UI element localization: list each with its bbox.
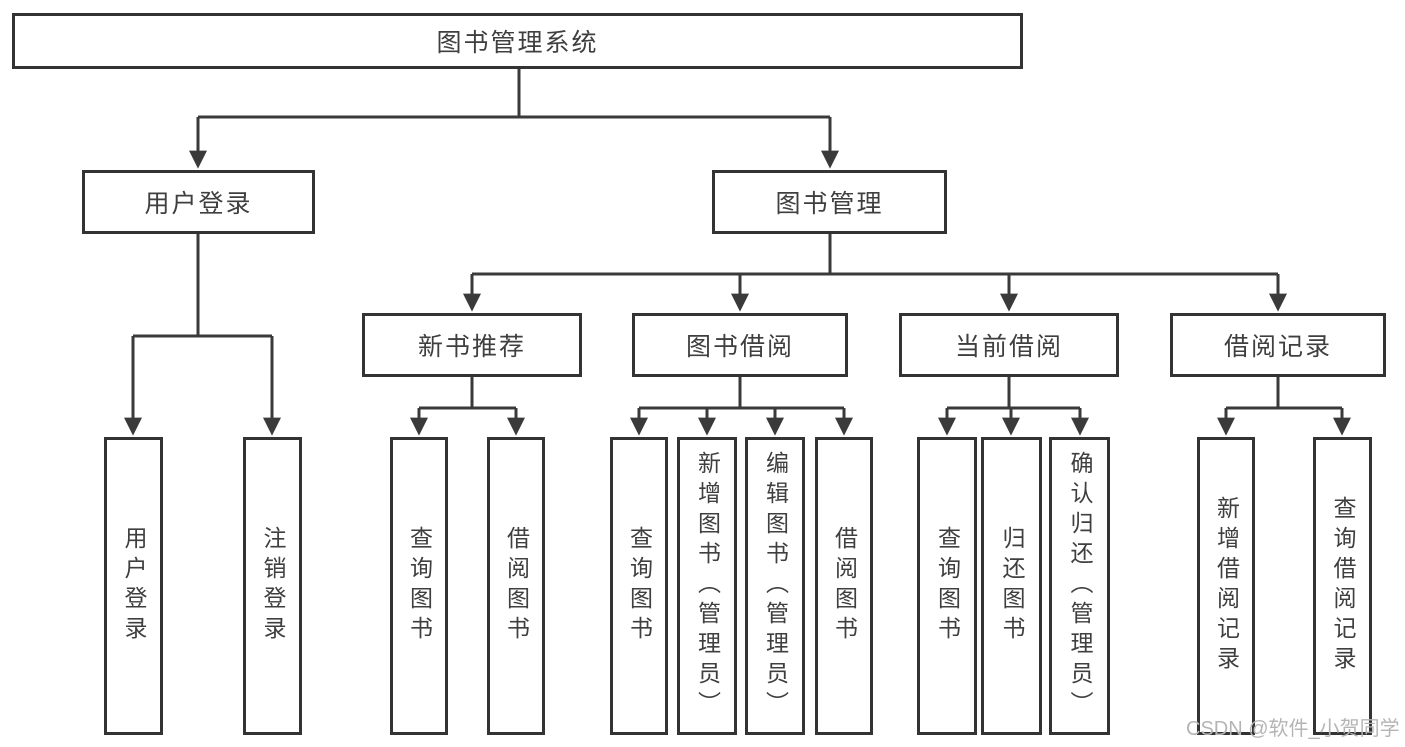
node-library-management-system: 图书管理系统 bbox=[12, 13, 1023, 69]
leaf-label: 新增借阅记录 bbox=[1213, 496, 1240, 676]
leaf-borrow-books: 借阅图书 bbox=[815, 437, 873, 735]
leaf-query-borrow-record: 查询借阅记录 bbox=[1313, 437, 1372, 735]
leaf-logout: 注销登录 bbox=[243, 437, 302, 735]
node-label: 用户登录 bbox=[144, 190, 253, 218]
node-label: 当前借阅 bbox=[954, 333, 1063, 361]
node-label: 图书管理 bbox=[775, 190, 884, 218]
node-current-borrow: 当前借阅 bbox=[899, 313, 1119, 377]
node-borrow-records: 借阅记录 bbox=[1170, 313, 1386, 377]
leaf-user-login: 用户登录 bbox=[104, 437, 163, 735]
leaf-edit-book-admin: 编辑图书（管理员） bbox=[745, 437, 805, 735]
leaf-borrow-books-recommend: 借阅图书 bbox=[487, 437, 545, 735]
leaf-return-books: 归还图书 bbox=[981, 437, 1042, 735]
leaf-query-books-borrow: 查询图书 bbox=[610, 437, 668, 735]
leaf-query-books-current: 查询图书 bbox=[917, 437, 977, 735]
leaf-label: 借阅图书 bbox=[503, 526, 530, 646]
node-label: 借阅记录 bbox=[1223, 333, 1332, 361]
leaf-label: 归还图书 bbox=[999, 526, 1025, 646]
node-book-borrow: 图书借阅 bbox=[632, 313, 848, 377]
leaf-query-books-recommend: 查询图书 bbox=[390, 437, 448, 735]
leaf-label: 用户登录 bbox=[121, 526, 147, 646]
leaf-label: 注销登录 bbox=[260, 526, 286, 646]
node-user-login-group: 用户登录 bbox=[82, 170, 315, 234]
csdn-watermark: CSDN @软件_小贺同学 bbox=[1186, 718, 1400, 740]
leaf-label: 查询图书 bbox=[626, 526, 653, 646]
leaf-label: 编辑图书（管理员） bbox=[762, 451, 789, 721]
leaf-label: 借阅图书 bbox=[831, 526, 858, 646]
leaf-confirm-return-admin: 确认归还（管理员） bbox=[1049, 437, 1110, 735]
node-label: 图书管理系统 bbox=[436, 29, 599, 57]
leaf-label: 查询借阅记录 bbox=[1330, 496, 1356, 676]
leaf-label: 新增图书（管理员） bbox=[694, 451, 721, 721]
node-new-book-recommend: 新书推荐 bbox=[362, 313, 582, 377]
node-book-management: 图书管理 bbox=[712, 170, 947, 234]
leaf-label: 查询图书 bbox=[406, 526, 433, 646]
leaf-add-borrow-record: 新增借阅记录 bbox=[1197, 437, 1255, 735]
leaf-label: 确认归还（管理员） bbox=[1067, 451, 1093, 721]
node-label: 新书推荐 bbox=[417, 333, 526, 361]
leaf-add-book-admin: 新增图书（管理员） bbox=[677, 437, 737, 735]
leaf-label: 查询图书 bbox=[934, 526, 961, 646]
node-label: 图书借阅 bbox=[685, 333, 794, 361]
